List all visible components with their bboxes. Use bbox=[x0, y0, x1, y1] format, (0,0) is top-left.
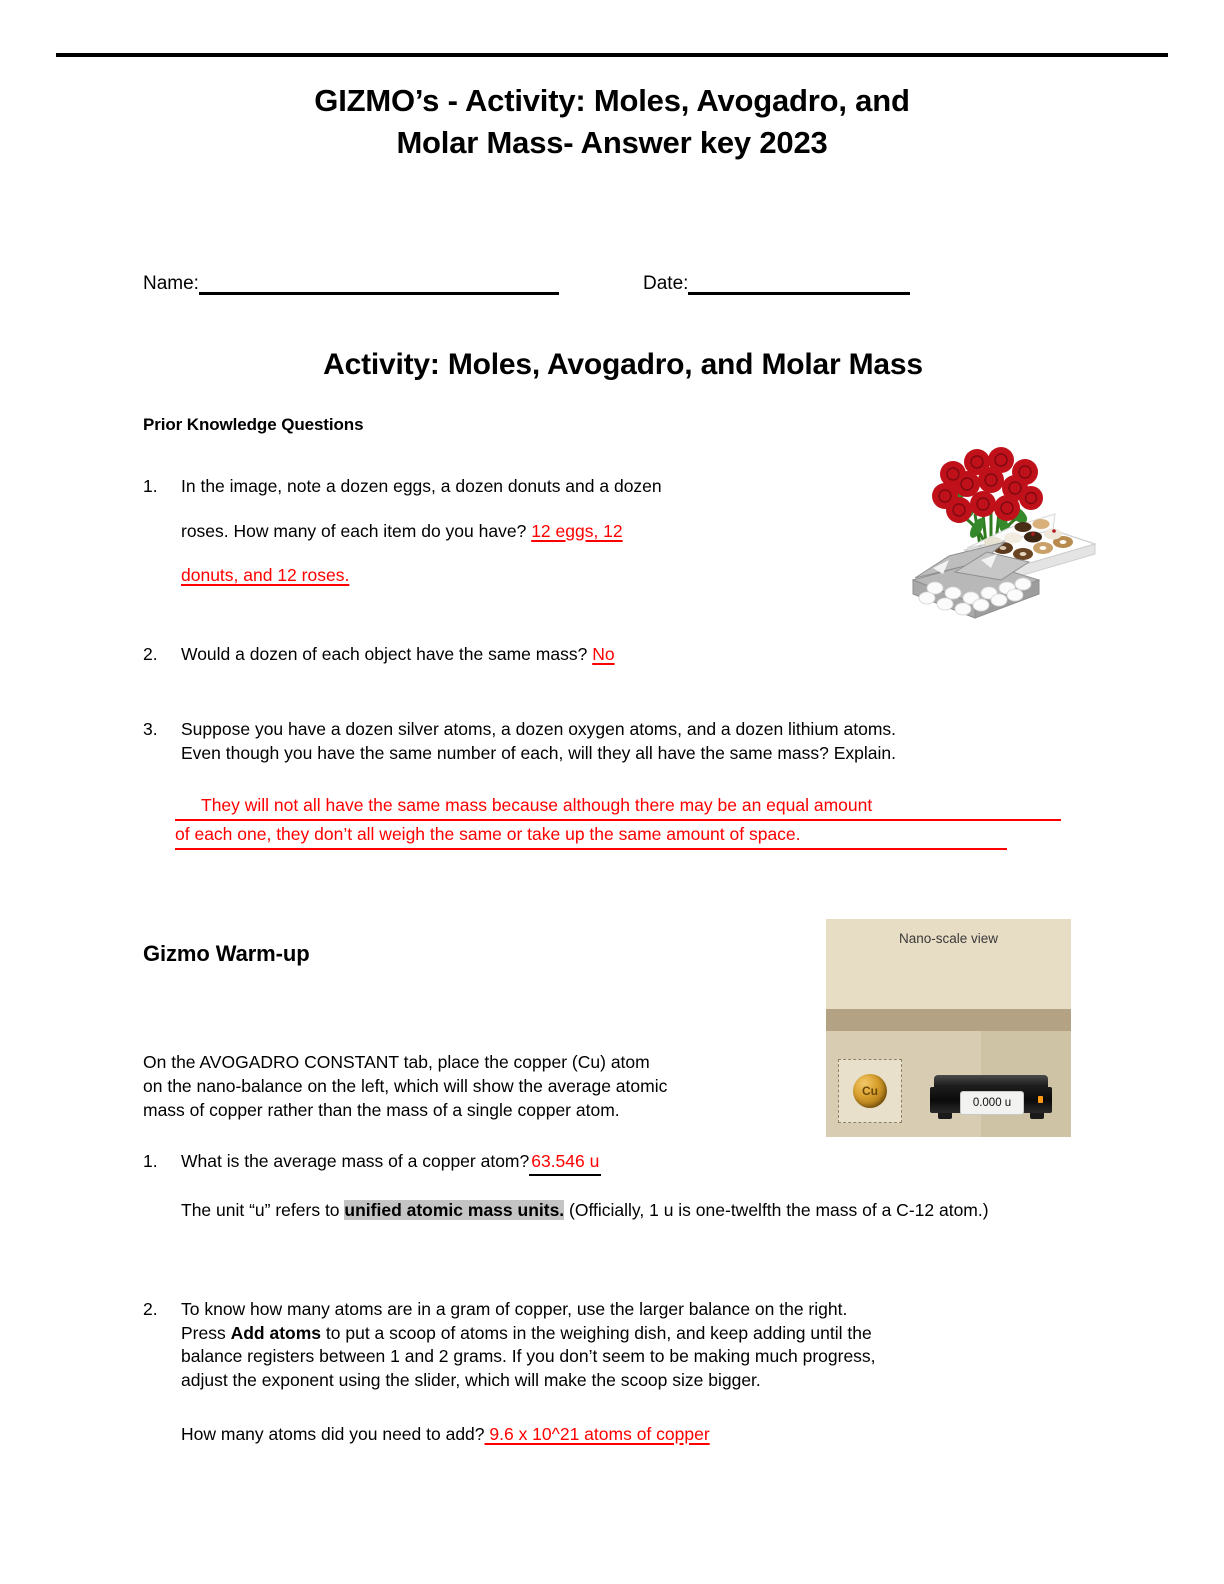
question-1-body: In the image, note a dozen eggs, a dozen… bbox=[181, 464, 843, 598]
warmup-question-1-text: What is the average mass of a copper ato… bbox=[181, 1151, 530, 1171]
warmup-note-highlight: unified atomic mass units. bbox=[344, 1200, 565, 1220]
nano-balance-foot-right bbox=[1030, 1113, 1044, 1119]
warmup-q2-line-4: adjust the exponent using the slider, wh… bbox=[181, 1369, 761, 1390]
warmup-q2-tail-text: How many atoms did you need to add? bbox=[181, 1424, 485, 1444]
power-led-icon bbox=[1038, 1096, 1043, 1103]
warmup-note-suffix: (Officially, 1 u is one-twelfth the mass… bbox=[564, 1200, 989, 1220]
warmup-q2-line-2-prefix: Press bbox=[181, 1322, 231, 1343]
warmup-question-1-body: What is the average mass of a copper ato… bbox=[181, 1150, 943, 1176]
prior-knowledge-heading: Prior Knowledge Questions bbox=[143, 415, 364, 434]
warmup-question-1: 1. What is the average mass of a copper … bbox=[143, 1150, 943, 1176]
question-3-line-1: Suppose you have a dozen silver atoms, a… bbox=[181, 719, 897, 739]
question-1-answer-part-1: 12 eggs, 12 bbox=[531, 520, 623, 541]
nano-balance-foot-left bbox=[938, 1113, 952, 1119]
warmup-intro-line-1: On the AVOGADRO CONSTANT tab, place the … bbox=[143, 1052, 650, 1072]
nano-balance-readout: 0.000 u bbox=[960, 1091, 1024, 1115]
warmup-intro-line-2: on the nano-balance on the left, which w… bbox=[143, 1076, 668, 1097]
prior-knowledge-question-2: 2. Would a dozen of each object have the… bbox=[143, 643, 963, 667]
nano-balance[interactable]: 0.000 u bbox=[930, 1075, 1052, 1121]
date-field-group: Date: bbox=[643, 273, 911, 295]
question-1-answer-part-2: donuts, and 12 roses. bbox=[181, 565, 350, 586]
warmup-question-2-tail: How many atoms did you need to add? 9.6 … bbox=[181, 1424, 1041, 1445]
question-3-answer-line-1: They will not all have the same mass bec… bbox=[175, 792, 1061, 822]
question-2-text: Would a dozen of each object have the sa… bbox=[181, 644, 593, 664]
header-rule bbox=[56, 53, 1168, 57]
question-3-answer: They will not all have the same mass bec… bbox=[175, 792, 1075, 851]
warmup-q2-line-2-suffix: to put a scoop of atoms in the weighing … bbox=[321, 1322, 872, 1343]
warmup-question-1-number: 1. bbox=[143, 1151, 158, 1171]
question-3-number: 3. bbox=[143, 719, 158, 739]
question-3-body: Suppose you have a dozen silver atoms, a… bbox=[181, 718, 1083, 765]
warmup-question-2: 2. To know how many atoms are in a gram … bbox=[143, 1298, 1073, 1393]
warmup-question-1-answer: 63.546 u bbox=[529, 1150, 602, 1176]
atom-drop-slot[interactable]: Cu bbox=[838, 1059, 902, 1123]
warmup-question-1-note: The unit “u” refers to unified atomic ma… bbox=[181, 1198, 1071, 1222]
warmup-q2-line-1: To know how many atoms are in a gram of … bbox=[181, 1299, 848, 1319]
name-label: Name: bbox=[143, 273, 199, 294]
copper-atom-label: Cu bbox=[862, 1084, 878, 1098]
warmup-q2-line-3: balance registers between 1 and 2 grams.… bbox=[181, 1346, 876, 1367]
name-field-group: Name: bbox=[143, 273, 559, 295]
question-2-body: Would a dozen of each object have the sa… bbox=[181, 643, 963, 667]
question-1-number: 1. bbox=[143, 476, 158, 496]
warmup-note-prefix: The unit “u” refers to bbox=[181, 1200, 345, 1220]
name-input-line[interactable] bbox=[198, 274, 559, 295]
warmup-question-2-number: 2. bbox=[143, 1299, 158, 1319]
question-2-number: 2. bbox=[143, 644, 158, 664]
question-3-answer-line-2: of each one, they don’t all weigh the sa… bbox=[175, 821, 1007, 851]
question-1-text-part-2: roses. How many of each item do you have… bbox=[181, 520, 532, 541]
roses-icon bbox=[932, 447, 1043, 523]
nano-view-wall bbox=[826, 919, 1071, 1009]
nano-scale-view-image: Nano-scale view Cu 0.000 u bbox=[826, 919, 1071, 1137]
add-atoms-button-reference: Add atoms bbox=[230, 1322, 322, 1343]
question-1-text-part-1: In the image, note a dozen eggs, a dozen… bbox=[181, 476, 662, 496]
gizmo-warmup-heading: Gizmo Warm-up bbox=[143, 941, 310, 966]
dozen-items-illustration bbox=[905, 422, 1100, 637]
question-3-line-2: Even though you have the same number of … bbox=[181, 742, 896, 763]
warmup-intro-line-3: mass of copper rather than the mass of a… bbox=[143, 1100, 620, 1121]
nano-scale-view-title: Nano-scale view bbox=[898, 931, 999, 946]
warmup-question-2-body: To know how many atoms are in a gram of … bbox=[181, 1298, 1073, 1393]
document-title-line-1: GIZMO’s - Activity: Moles, Avogadro, and bbox=[314, 83, 910, 118]
document-title: GIZMO’s - Activity: Moles, Avogadro, and… bbox=[150, 80, 1074, 164]
warmup-q2-tail-answer: 9.6 x 10^21 atoms of copper bbox=[484, 1424, 710, 1444]
question-2-answer: No bbox=[592, 644, 615, 664]
activity-heading: Activity: Moles, Avogadro, and Molar Mas… bbox=[323, 348, 923, 381]
prior-knowledge-question-1: 1. In the image, note a dozen eggs, a do… bbox=[143, 464, 843, 598]
prior-knowledge-question-3: 3. Suppose you have a dozen silver atoms… bbox=[143, 718, 1083, 765]
gizmo-warmup-intro: On the AVOGADRO CONSTANT tab, place the … bbox=[143, 1050, 813, 1122]
egg-carton-icon bbox=[911, 541, 1041, 619]
name-date-row: Name: Date: bbox=[143, 273, 1103, 303]
date-label: Date: bbox=[643, 273, 689, 294]
copper-atom-icon[interactable]: Cu bbox=[853, 1074, 887, 1108]
document-title-line-2: Molar Mass- Answer key 2023 bbox=[396, 124, 828, 160]
nano-balance-top bbox=[934, 1075, 1048, 1089]
date-input-line[interactable] bbox=[688, 274, 911, 295]
nano-view-counter-edge bbox=[826, 1009, 1071, 1031]
